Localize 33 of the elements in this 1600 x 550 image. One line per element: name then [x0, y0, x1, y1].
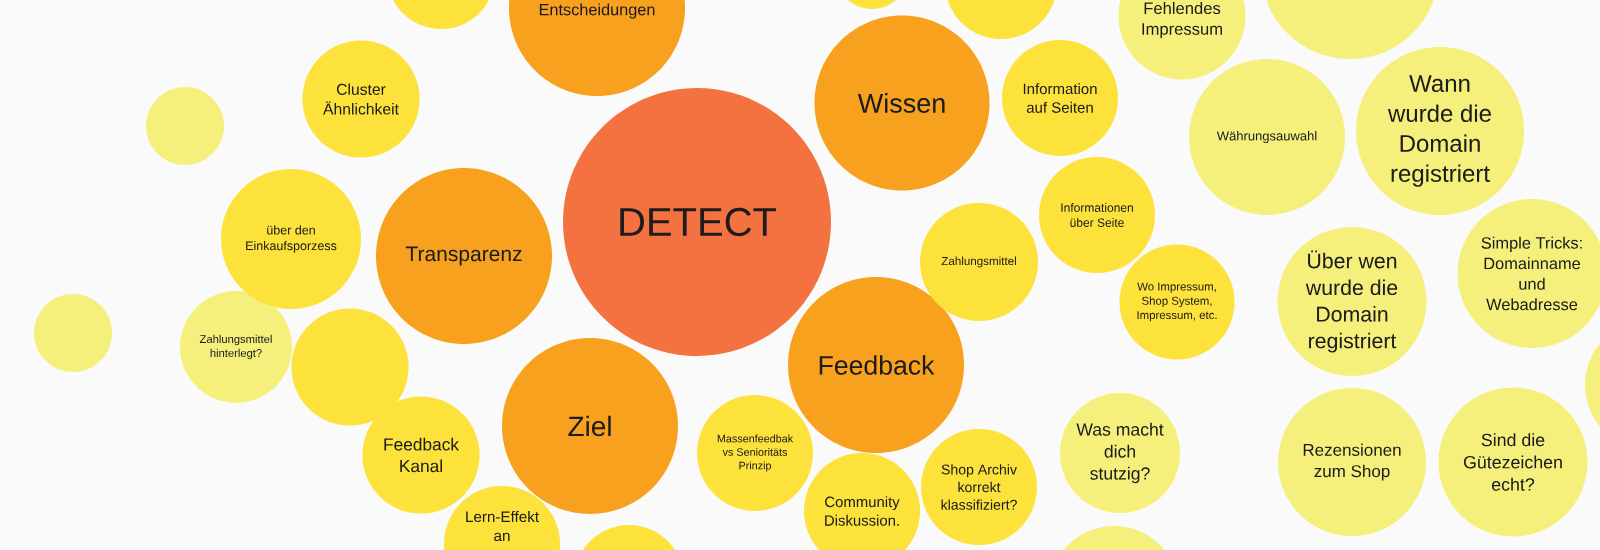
bubble: Entscheidungen — [509, 0, 685, 96]
bubble: Shop Archiv korrekt klassifiziert? — [921, 429, 1037, 545]
bubble — [1063, 526, 1165, 550]
bubble: Zahlungsmittel hinterlegt? — [180, 291, 292, 403]
bubble — [34, 294, 112, 372]
bubble: Rezensionen zum Shop — [1278, 388, 1426, 536]
bubble: Wissen — [814, 15, 990, 191]
bubble: Simple Tricks: Domainname und Webadresse — [1457, 199, 1600, 348]
bubble: über den Einkaufsporzess — [221, 169, 361, 309]
bubble: Währungsauwahl — [1189, 59, 1345, 215]
bubble: Zahlungsmittel — [920, 203, 1038, 321]
bubble: Fehlendes Impressum — [1118, 0, 1246, 80]
bubble: Wo Impressum, Shop System, Impressum, etc. — [1119, 244, 1235, 360]
bubble — [1585, 343, 1600, 427]
bubble — [1266, 0, 1434, 59]
bubble: Information auf Seiten — [1002, 40, 1118, 156]
bubble — [947, 0, 1055, 39]
bubble: Wann wurde die Domain registriert — [1356, 47, 1524, 215]
bubble: Massenfeedbak vs Senioritäts Prinzip — [697, 395, 813, 511]
bubble — [848, 0, 896, 9]
bubble: Transparenz — [376, 168, 552, 344]
bubble — [582, 525, 676, 550]
bubble: Lern-Effekt an — [444, 486, 560, 550]
bubble — [393, 0, 489, 29]
bubble: Cluster Ähnlichkeit — [302, 40, 420, 158]
bubble: Über wen wurde die Domain registriert — [1277, 227, 1427, 376]
bubble — [291, 308, 409, 426]
bubble: Informationen über Seite — [1039, 157, 1155, 273]
bubble: DETECT — [563, 88, 831, 356]
bubble: Community Diskussion. — [804, 453, 920, 550]
bubble: Was macht dich stutzig? — [1060, 393, 1180, 513]
bubble: Sind die Gütezeichen echt? — [1438, 387, 1588, 537]
bubble — [146, 87, 224, 165]
